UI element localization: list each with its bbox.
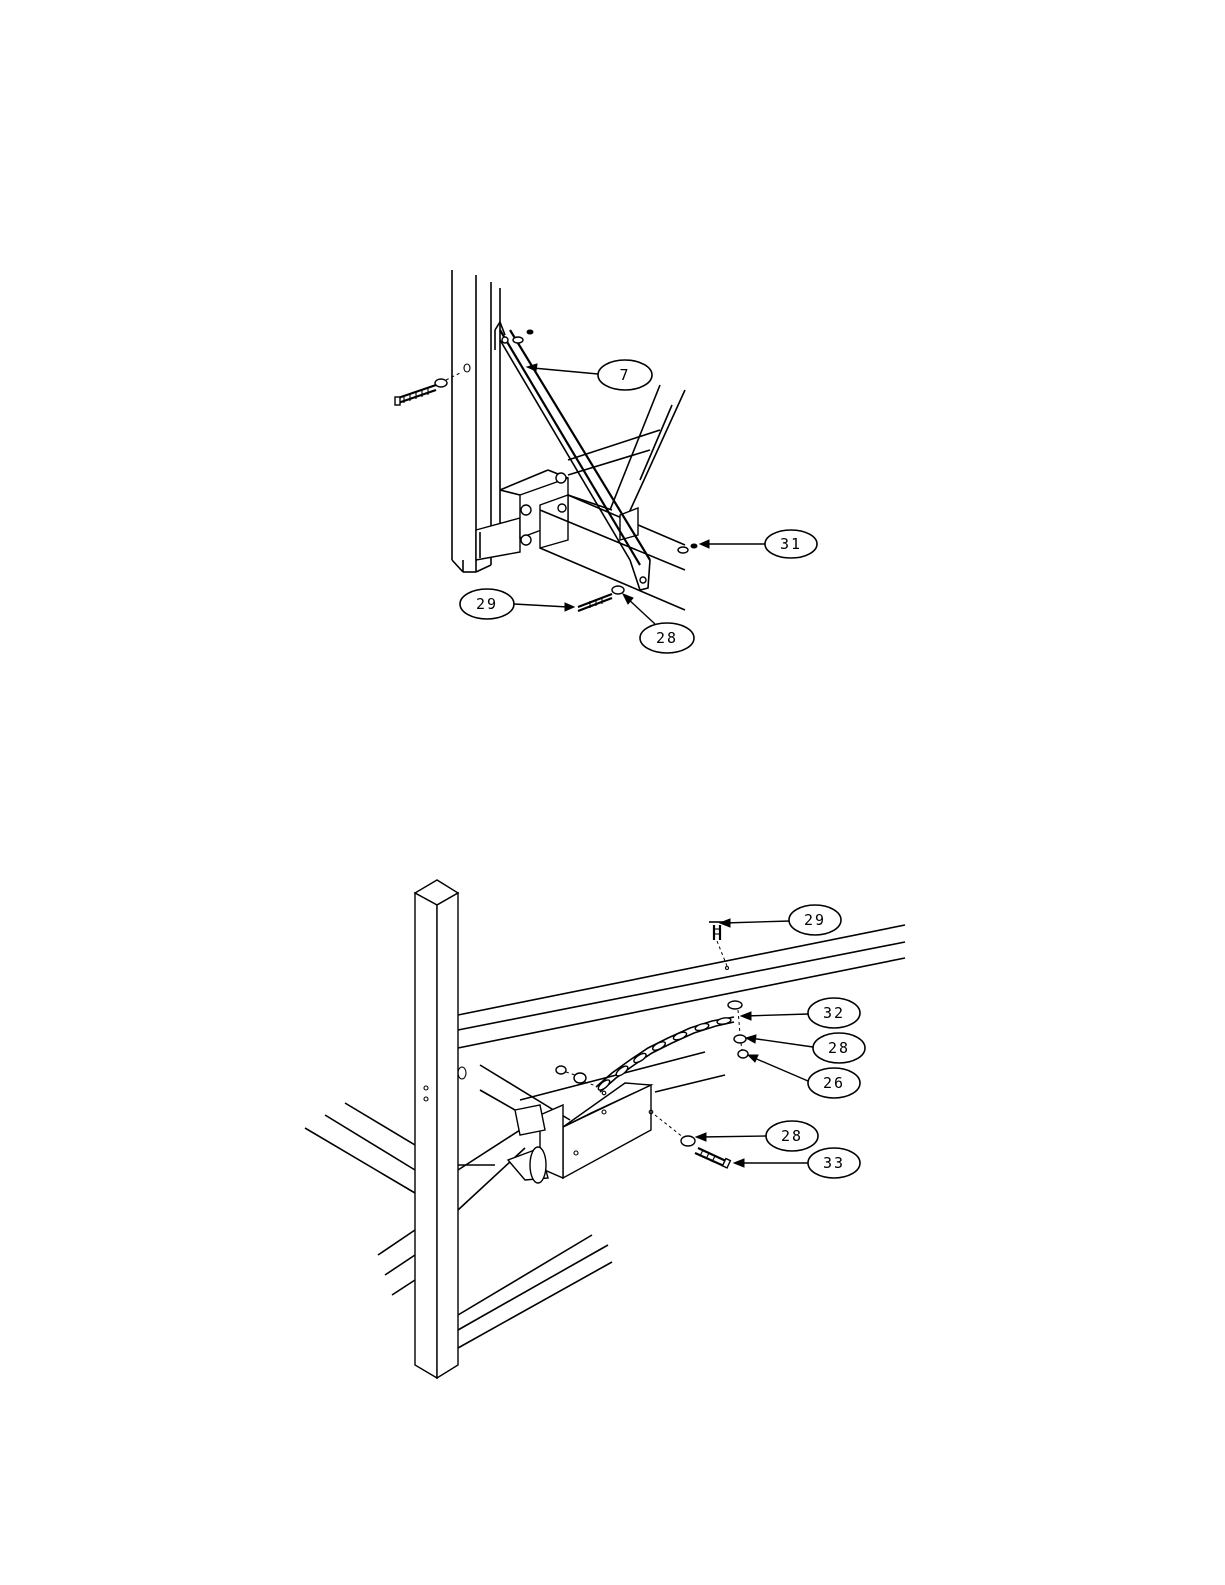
top-right-hardware — [678, 544, 697, 553]
bottom-left-hardware — [556, 1066, 596, 1086]
callout-top-28: 28 — [623, 594, 694, 653]
bottom-chain — [596, 1017, 734, 1092]
bottom-right-hardware-stack — [728, 1001, 748, 1058]
top-lower-plate — [476, 518, 520, 560]
callout-bottom-33: 33 — [734, 1148, 860, 1178]
callout-top-31: 31 — [700, 530, 817, 558]
callout-label: 26 — [823, 1074, 845, 1092]
bottom-upper-rail — [458, 925, 905, 1048]
callout-bottom-32: 32 — [741, 998, 860, 1028]
callout-top-7: 7 — [527, 360, 652, 390]
callout-label: 33 — [823, 1154, 845, 1172]
top-back-frame — [568, 385, 685, 515]
bottom-lower-bolt — [655, 1115, 730, 1168]
top-square-tube — [500, 470, 685, 610]
callout-label: 32 — [823, 1004, 845, 1022]
callout-bottom-29: 29 — [720, 905, 841, 935]
callout-label: 28 — [656, 629, 678, 647]
bottom-lower-frame — [378, 1230, 612, 1348]
callout-label: 7 — [619, 366, 630, 384]
top-upper-hardware — [513, 330, 533, 343]
callout-label: 28 — [828, 1039, 850, 1057]
callout-label: 29 — [476, 595, 498, 613]
callout-label: 31 — [780, 535, 802, 553]
callout-label: 28 — [781, 1127, 803, 1145]
bottom-top-bolt — [709, 922, 727, 966]
callout-label: 29 — [804, 911, 826, 929]
callout-top-29: 29 — [460, 589, 574, 619]
bottom-vertical-post — [415, 880, 458, 1378]
top-assembly-view: 7 31 29 28 — [395, 270, 817, 653]
bottom-assembly-view: 29 32 28 26 28 — [305, 880, 905, 1378]
callout-bottom-28-lower: 28 — [696, 1121, 818, 1151]
callout-bottom-28-upper: 28 — [746, 1033, 865, 1063]
top-lower-bolt — [578, 586, 624, 611]
